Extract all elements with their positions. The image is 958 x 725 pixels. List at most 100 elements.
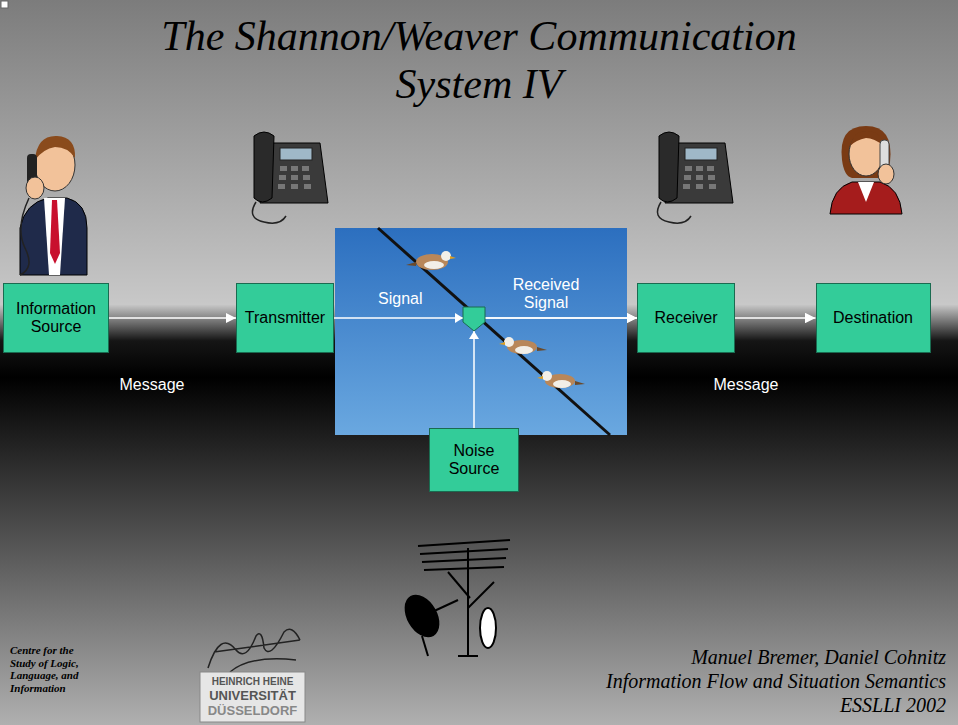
process-box: Transmitter [236,283,334,353]
signal-arrow [474,318,637,428]
desk-phone [708,175,715,180]
logo-text: DÜSSELDORF [200,704,305,719]
bird [406,251,456,270]
message-label: Message [102,376,202,394]
corner-square [1,1,8,8]
desk-phone [659,132,679,202]
desk-phone [280,166,287,171]
desk-phone [657,132,733,223]
bird [424,261,444,269]
box-label: Destination [833,309,913,327]
course-line: Information Flow and Situation Semantics [526,670,946,693]
signal-arrow [735,317,816,319]
bird [499,337,547,354]
caller-figure [50,200,60,264]
signal-label: Signal [378,290,438,308]
author-line: Manuel Bremer, Daniel Cohnitz [526,646,946,669]
listener-figure [858,182,874,202]
bird [406,262,416,266]
desk-phone [709,184,716,189]
listener-figure [878,164,894,184]
caller-figure [20,136,87,275]
bird [441,251,451,261]
antenna-dish [399,540,510,656]
bird [537,376,543,379]
university-logo [200,672,305,722]
signal-arrow [109,317,236,319]
caller-figure [26,177,44,199]
university-logo [200,629,305,722]
desk-phone [683,184,690,189]
bird [553,380,571,388]
noise-junction [455,307,485,339]
desk-phone [291,184,298,189]
bird [575,381,585,385]
desk-phone [684,175,691,180]
wire-photo [335,228,627,435]
antenna-dish [418,540,510,546]
listener-figure [850,131,884,146]
antenna-dish [468,582,494,608]
listener-figure [830,182,902,214]
wire-photo [335,228,627,435]
message-label: Message [696,376,796,394]
antenna-dish [432,600,458,612]
bird [450,256,456,259]
antenna-dish [448,572,470,598]
process-box: Destination [816,283,931,353]
desk-phone [696,184,703,189]
antenna-dish [424,567,504,570]
desk-phone [696,166,703,171]
noise-junction [463,307,485,331]
antenna-dish [467,548,469,656]
desk-phone [279,175,286,180]
box-label: Information Source [10,300,102,337]
caller-figure [20,198,29,275]
process-box: Information Source [3,283,109,353]
desk-phone [252,202,286,223]
desk-phone [685,148,717,160]
bird [542,371,552,381]
noise-junction [469,331,479,339]
bird [537,371,585,388]
process-box: Receiver [637,283,735,353]
desk-phone [683,166,716,189]
event-line: ESSLLI 2002 [526,694,946,717]
desk-phone [685,166,692,171]
bird [537,347,547,351]
antenna-dish [399,590,445,642]
bird [515,346,533,354]
desk-phone [278,166,311,189]
desk-phone [696,175,703,180]
caller-figure [44,198,65,275]
desk-phone [657,202,691,223]
box-label: Transmitter [245,309,325,327]
antenna-dish [458,655,478,657]
institute-note: Centre for the Study of Logic, Language,… [10,644,86,695]
antenna-dish [422,558,506,562]
logo-text: UNIVERSITÄT [200,689,305,704]
listener-figure [830,126,902,214]
antenna-dish [422,636,428,656]
signal-label: Received Signal [500,276,592,313]
desk-phone [291,175,298,180]
desk-phone [280,148,312,160]
logo-text: HEINRICH HEINE [200,676,305,688]
caller-figure [35,136,75,160]
antenna-dish [480,608,496,648]
university-logo [208,629,300,672]
antenna-dish [420,549,508,554]
wire-photo [378,228,610,435]
box-label: Receiver [654,309,717,327]
caller-figure [20,198,87,275]
desk-phone [707,166,714,171]
desk-phone [254,132,274,202]
bird [499,342,505,345]
process-box: Noise Source [429,428,519,492]
bird [504,337,514,347]
